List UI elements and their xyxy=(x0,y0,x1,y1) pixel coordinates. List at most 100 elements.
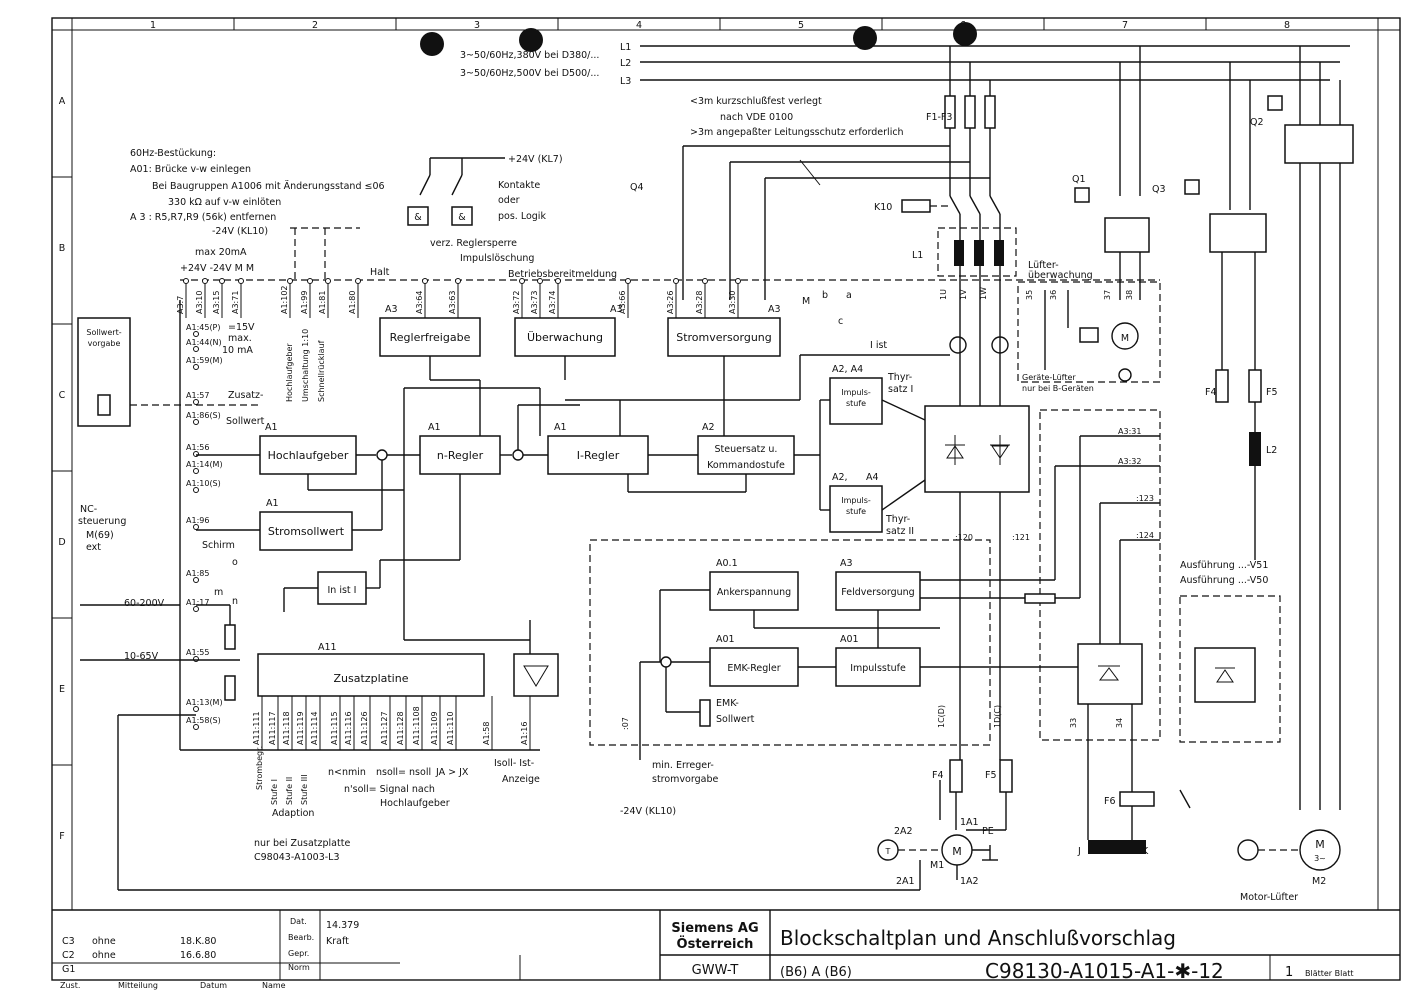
f6-relay xyxy=(1119,791,1155,807)
label-k10: K10 xyxy=(874,202,892,213)
terminal-label: A3:72 xyxy=(512,291,521,314)
adaption: Adaption xyxy=(272,808,314,819)
note-short2: nach VDE 0100 xyxy=(720,112,793,123)
inist-label: In ist I xyxy=(328,585,357,596)
diode-icon xyxy=(1215,667,1235,683)
terminal-label: A11:116 xyxy=(344,711,353,745)
fan-icon xyxy=(1118,368,1132,382)
terminal-label: A11:109 xyxy=(430,711,439,745)
zusatzplatine-label: Zusatzplatine xyxy=(334,672,409,685)
fuse-f5-field xyxy=(1248,369,1262,403)
terminal-dot xyxy=(625,278,631,284)
thyristor-bridge xyxy=(924,405,1030,493)
terminal-label: A11:117 xyxy=(268,711,277,745)
terminal-label: A11:126 xyxy=(360,711,369,745)
terminal-label: A11:118 xyxy=(282,711,291,745)
terminal-label: A3:63 xyxy=(448,291,457,314)
module-a2-a4: A2, A4 xyxy=(832,364,863,375)
left-terminals: A1:45(P)A1:44(N)A1:59(M)A1:57A1:86(S)A1:… xyxy=(186,323,223,730)
plus24-label: +24V (KL7) xyxy=(508,154,563,165)
resistor-icon xyxy=(224,624,236,650)
terminal-label: 34 xyxy=(1115,718,1124,728)
hz60-notes: 60Hz-Bestückung: A01: Brücke v-w einlege… xyxy=(130,148,385,280)
vert1: Umschaltung 1:10 xyxy=(301,329,310,402)
emk2: Sollwert xyxy=(716,714,755,725)
terminal-label: 1C(D) xyxy=(937,705,946,728)
ext: ext xyxy=(86,542,101,553)
label-m-small: m xyxy=(214,587,223,598)
switch-q1 xyxy=(1074,187,1090,203)
impulsstufe-2-block xyxy=(829,485,883,533)
column-number: 4 xyxy=(636,20,642,31)
column-numbers: 12345678 xyxy=(71,18,1290,31)
terminal-label: 38 xyxy=(1125,290,1134,300)
reactor-l1 xyxy=(994,240,1004,266)
hochlaufgeber-label: Hochlaufgeber xyxy=(268,449,349,462)
label-k: K xyxy=(1142,846,1149,857)
k10-coil xyxy=(901,199,931,213)
rev-z2: C2 xyxy=(62,950,75,961)
terminal-dot xyxy=(193,468,199,474)
component-labels: F1-F3 K10 L1 Q1 Q2 Q3 Q4 F4 F5 F4 F5 L2 … xyxy=(214,112,1326,887)
reglerfreigabe-label: Reglerfreigabe xyxy=(390,331,471,344)
supplies-label: +24V -24V M M xyxy=(180,263,254,274)
bearb-label: Bearb. xyxy=(288,933,314,942)
terminal-label: A11:111 xyxy=(252,711,261,745)
terminal-dot xyxy=(193,606,199,612)
and-gate-label: & xyxy=(414,212,422,223)
shunt-icon xyxy=(1024,593,1056,604)
hdr-datum: Datum xyxy=(200,981,227,990)
terminal-label: A1:57 xyxy=(186,391,209,400)
stromsollwert-block xyxy=(259,511,353,551)
terminal-label: A1:86(S) xyxy=(186,411,221,420)
terminal-label: A3:30 xyxy=(728,291,737,314)
potentiometer-icon xyxy=(97,394,111,416)
label-q2: Q2 xyxy=(1250,117,1264,128)
terminal-dot xyxy=(193,419,199,425)
hz60-bei: Bei Baugruppen A1006 mit Änderungsstand … xyxy=(152,181,385,192)
field-rectifier xyxy=(1077,643,1143,705)
nlt: n<nmin xyxy=(328,767,366,778)
terminal-dot xyxy=(193,724,199,730)
terminal-label: A1:96 xyxy=(186,516,209,525)
terminal-label: A11:128 xyxy=(396,711,405,745)
label-f5: F5 xyxy=(985,770,997,781)
hz60-title: 60Hz-Bestückung: xyxy=(130,148,216,159)
terminal-dot xyxy=(455,278,461,284)
dat-value: 14.379 xyxy=(326,920,359,931)
stromsollwert-label: Stromsollwert xyxy=(268,525,345,538)
m69: M(69) xyxy=(86,530,114,541)
terminal-label: A3:32 xyxy=(1118,457,1141,466)
blatt-label: Blätter Blatt xyxy=(1305,969,1354,978)
terminal-dot xyxy=(555,278,561,284)
poslogik: pos. Logik xyxy=(498,211,546,222)
norm-label: Norm xyxy=(288,963,310,972)
terminal-dot xyxy=(422,278,428,284)
thyristor-icon xyxy=(990,435,1010,465)
terminal-label: A1:85 xyxy=(186,569,209,578)
terminal-dot xyxy=(183,278,189,284)
row-letter: E xyxy=(59,684,65,695)
ausf50: Ausführung ...-V50 xyxy=(1180,575,1268,586)
bearb-name: Kraft xyxy=(326,936,349,947)
label-j: J xyxy=(1077,846,1081,857)
display-amp-block xyxy=(513,653,559,697)
terminal-label: A3:73 xyxy=(530,291,539,314)
fuse-f4 xyxy=(949,759,963,793)
module-a11: A11 xyxy=(318,642,337,653)
label-n: n xyxy=(232,596,238,607)
nc: NC- xyxy=(80,504,97,515)
motor-m2 xyxy=(1299,829,1341,871)
label-2a2: 2A2 xyxy=(894,826,913,837)
terminal-label: A11:115 xyxy=(330,711,339,745)
label-2a1: 2A1 xyxy=(896,876,915,887)
current-transformer xyxy=(949,336,967,354)
and-gate-label: & xyxy=(458,212,466,223)
impulsstufe-2-label: Impuls-stufe xyxy=(841,496,871,516)
label-a: a xyxy=(846,290,852,301)
company-1: Siemens AG xyxy=(671,921,758,936)
stromversorgung-label: Stromversorgung xyxy=(676,331,772,344)
reactor-l1 xyxy=(954,240,964,266)
stufe2: Stufe II xyxy=(285,777,294,805)
